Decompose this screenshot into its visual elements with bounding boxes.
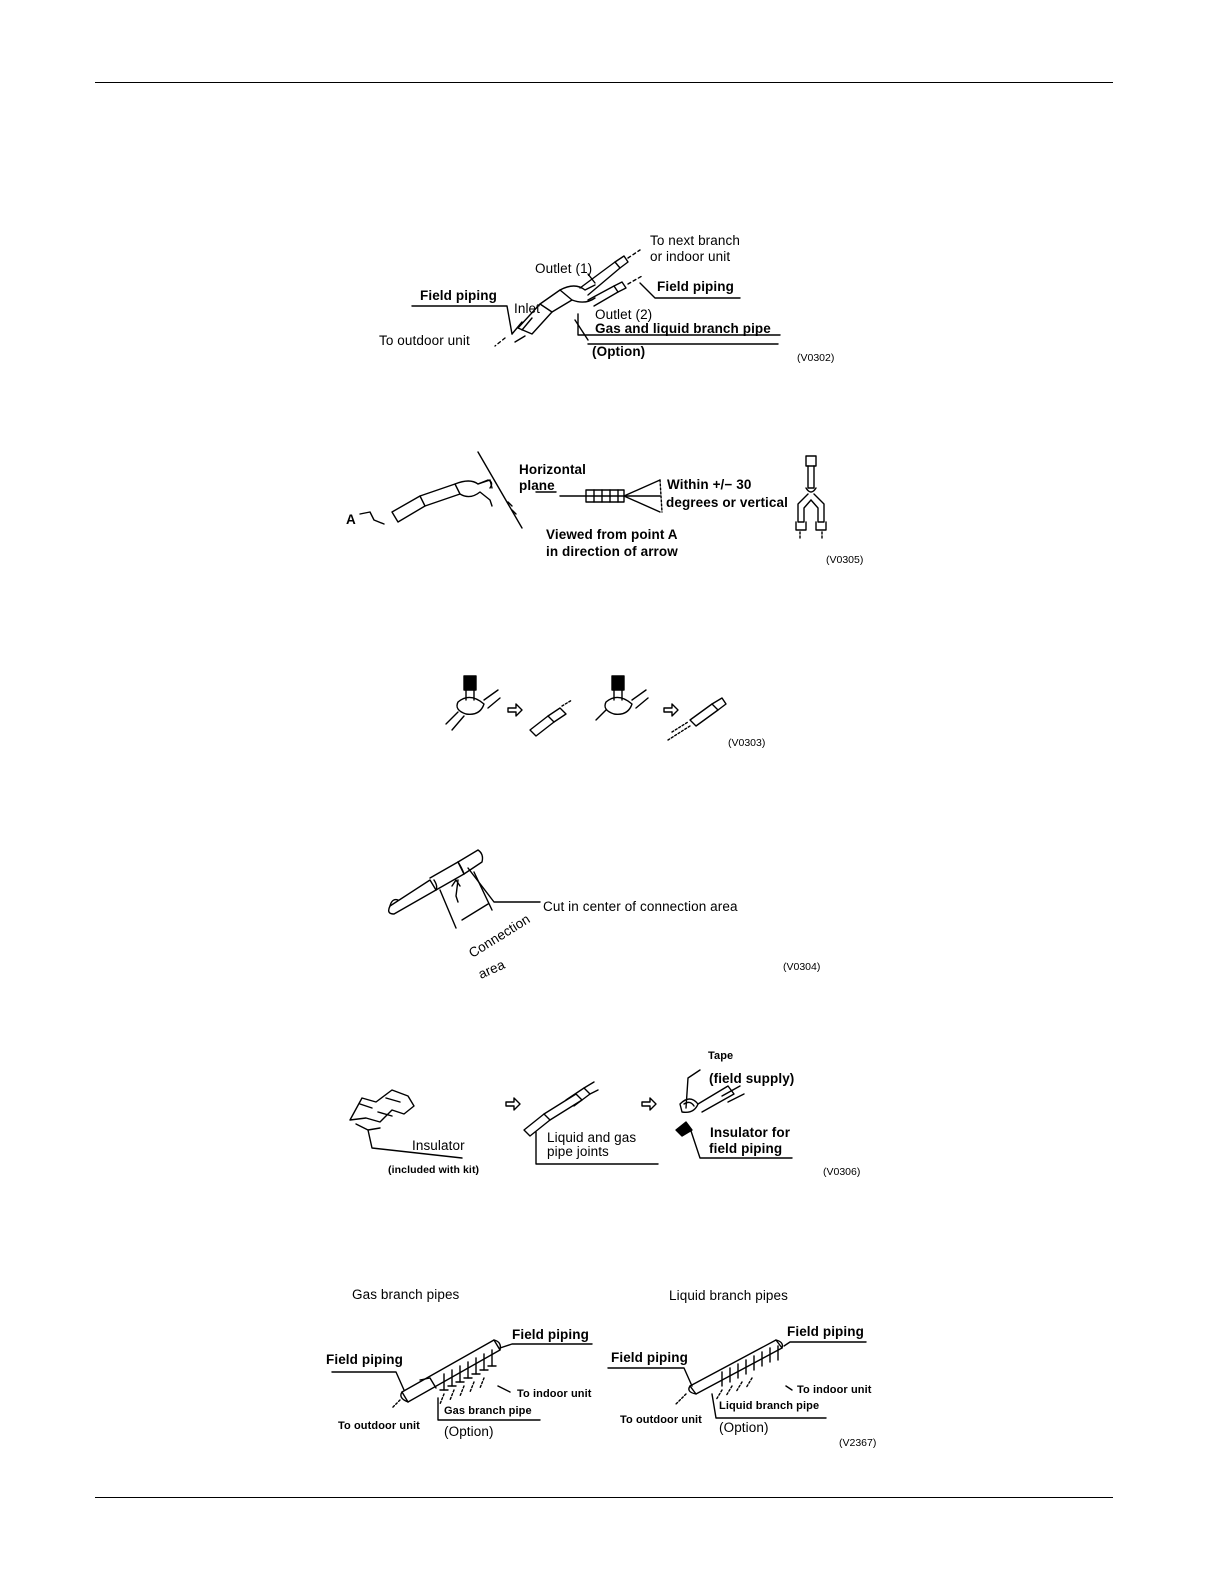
fig6-gas-field-piping-left: Field piping — [326, 1352, 403, 1367]
fig6-liquid-title: Liquid branch pipes — [669, 1288, 788, 1303]
fig1-outlet2: Outlet (2) — [595, 307, 653, 322]
fig4-connection-area-drawing — [387, 849, 541, 929]
fig6-liq-field-piping-top: Field piping — [787, 1324, 864, 1339]
fig6-gas-header-drawing — [331, 1339, 593, 1421]
fig6-liquid-header-drawing — [607, 1339, 867, 1419]
fig2-degrees: degrees or vertical — [666, 495, 788, 510]
fig1-outlet1: Outlet (1) — [535, 261, 593, 276]
fig3-code: (V0303) — [728, 737, 766, 749]
fig2-horizontal: Horizontal — [519, 462, 586, 477]
fig4-code: (V0304) — [783, 961, 821, 973]
fig5-field-supply: (field supply) — [709, 1071, 795, 1086]
fig2-direction: in direction of arrow — [546, 544, 678, 559]
fig1-field-piping-left: Field piping — [420, 288, 497, 303]
fig6-gas-field-piping-top: Field piping — [512, 1327, 589, 1342]
fig2-point-a: A — [346, 512, 356, 527]
fig1-option: (Option) — [592, 344, 646, 359]
fig5-tape: Tape — [708, 1050, 734, 1062]
fig2-orientation-drawing — [359, 451, 827, 541]
fig5-pipe-joints: pipe joints — [547, 1144, 609, 1159]
fig5-insulator: Insulator — [412, 1138, 465, 1153]
fig6-liq-to-outdoor: To outdoor unit — [620, 1414, 702, 1426]
fig6-gas-option: (Option) — [444, 1424, 494, 1439]
fig1-code: (V0302) — [797, 352, 835, 364]
fig5-insulator-for: Insulator for — [710, 1125, 791, 1140]
fig2-plane: plane — [519, 478, 555, 493]
fig6-gas-branch-pipe: Gas branch pipe — [444, 1405, 532, 1417]
fig6-gas-to-outdoor: To outdoor unit — [338, 1420, 420, 1432]
fig1-or-indoor-unit: or indoor unit — [650, 249, 731, 264]
fig6-code: (V2367) — [839, 1437, 877, 1449]
fig5-liquid-gas: Liquid and gas — [547, 1130, 637, 1145]
bottom-rule — [95, 1497, 1113, 1498]
fig1-to-next-branch: To next branch — [650, 233, 740, 248]
fig2-viewed: Viewed from point A — [546, 527, 678, 542]
fig5-code: (V0306) — [823, 1166, 861, 1178]
fig1-field-piping-right: Field piping — [657, 279, 734, 294]
fig5-included: (included with kit) — [388, 1164, 480, 1176]
fig2-within: Within +/− 30 — [667, 477, 752, 492]
fig4-cut: Cut in center of connection area — [543, 899, 738, 914]
fig1-to-outdoor-unit: To outdoor unit — [379, 333, 470, 348]
fig1-branch-pipe-drawing — [411, 249, 781, 347]
fig3-valve-cut-drawing — [445, 675, 727, 741]
fig5-insulation-drawing — [349, 1069, 793, 1165]
fig5-field-piping: field piping — [709, 1141, 783, 1156]
fig6-liq-to-indoor: To indoor unit — [797, 1384, 872, 1396]
top-rule — [95, 82, 1113, 83]
fig6-liq-field-piping-left: Field piping — [611, 1350, 688, 1365]
fig6-liq-option: (Option) — [719, 1420, 769, 1435]
fig6-gas-title: Gas branch pipes — [352, 1287, 460, 1302]
fig6-gas-to-indoor: To indoor unit — [517, 1388, 592, 1400]
fig1-gas-liquid-branch: Gas and liquid branch pipe — [595, 321, 771, 336]
fig6-liq-branch-pipe: Liquid branch pipe — [719, 1400, 820, 1412]
fig2-code: (V0305) — [826, 554, 864, 566]
fig1-inlet: Inlet — [514, 301, 541, 316]
